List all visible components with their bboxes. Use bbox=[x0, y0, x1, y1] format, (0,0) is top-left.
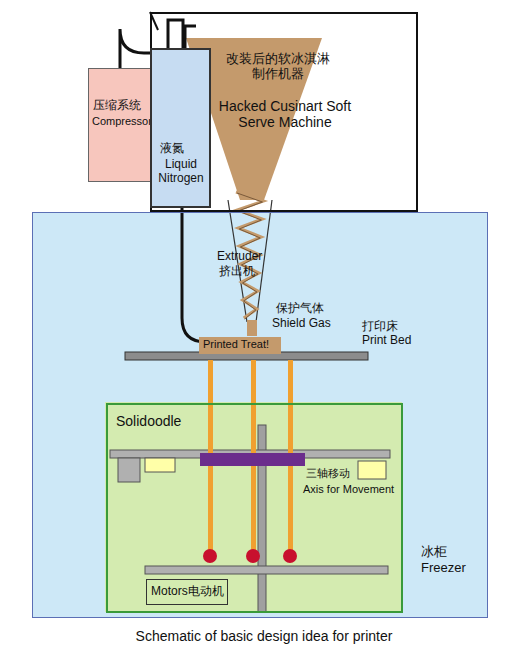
nitrogen-tube bbox=[168, 20, 183, 48]
compressor-box: 压缩系统 Compressor bbox=[88, 68, 156, 182]
part-label: 打印床 bbox=[362, 320, 398, 334]
rail-block bbox=[118, 458, 140, 482]
part-label: Shield Gas bbox=[272, 317, 331, 331]
extruder-nozzle bbox=[247, 320, 257, 336]
carriage bbox=[200, 453, 305, 466]
part-label: 保护气体 bbox=[276, 302, 324, 316]
treat-box: Printed Treat! bbox=[199, 337, 281, 354]
node-text: Compressor bbox=[92, 115, 152, 128]
motors-box: Motors电动机 bbox=[146, 579, 228, 605]
nitrogen-tank: 液氮 Liquid Nitrogen bbox=[150, 48, 211, 208]
solidoodle-box: Motors电动机 Solidoodle bbox=[106, 403, 403, 613]
nitrogen-tube bbox=[185, 26, 196, 48]
node-text: Printed Treat! bbox=[203, 338, 269, 351]
rail-block bbox=[358, 461, 386, 479]
machine-ground bbox=[150, 12, 418, 212]
node-text: 压缩系统 bbox=[93, 99, 141, 113]
node-text: Liquid Nitrogen bbox=[155, 158, 207, 186]
node-text: Hacked Cusinart Soft Serve Machine bbox=[210, 98, 360, 130]
nitrogen-tube bbox=[182, 208, 206, 342]
lower-rail bbox=[145, 566, 388, 574]
rail-block bbox=[145, 458, 175, 472]
node-text: Solidoodle bbox=[116, 413, 181, 429]
motor-dot bbox=[203, 549, 217, 563]
part-label: 挤出机 bbox=[219, 265, 255, 279]
tube-line bbox=[182, 208, 206, 342]
part-label: Print Bed bbox=[362, 334, 411, 348]
node-text: 改装后的软冰淇淋 制作机器 bbox=[218, 52, 338, 82]
part-label: 三轴移动 bbox=[306, 467, 350, 480]
node-text: Freezer bbox=[421, 561, 466, 576]
freezer-box: Motors电动机 Solidoodle Printed Treat! 冰柜Freez… bbox=[32, 212, 488, 618]
node-text: 液氮 bbox=[160, 142, 184, 156]
part-label: Axis for Movement bbox=[303, 483, 394, 496]
node-text: 冰柜 bbox=[421, 545, 447, 560]
caption: Schematic of basic design idea for print… bbox=[0, 628, 528, 644]
motor-dot bbox=[283, 549, 297, 563]
motor-dot bbox=[246, 549, 260, 563]
node-text: Motors电动机 bbox=[151, 585, 224, 599]
part-label: Extruder bbox=[217, 250, 262, 264]
